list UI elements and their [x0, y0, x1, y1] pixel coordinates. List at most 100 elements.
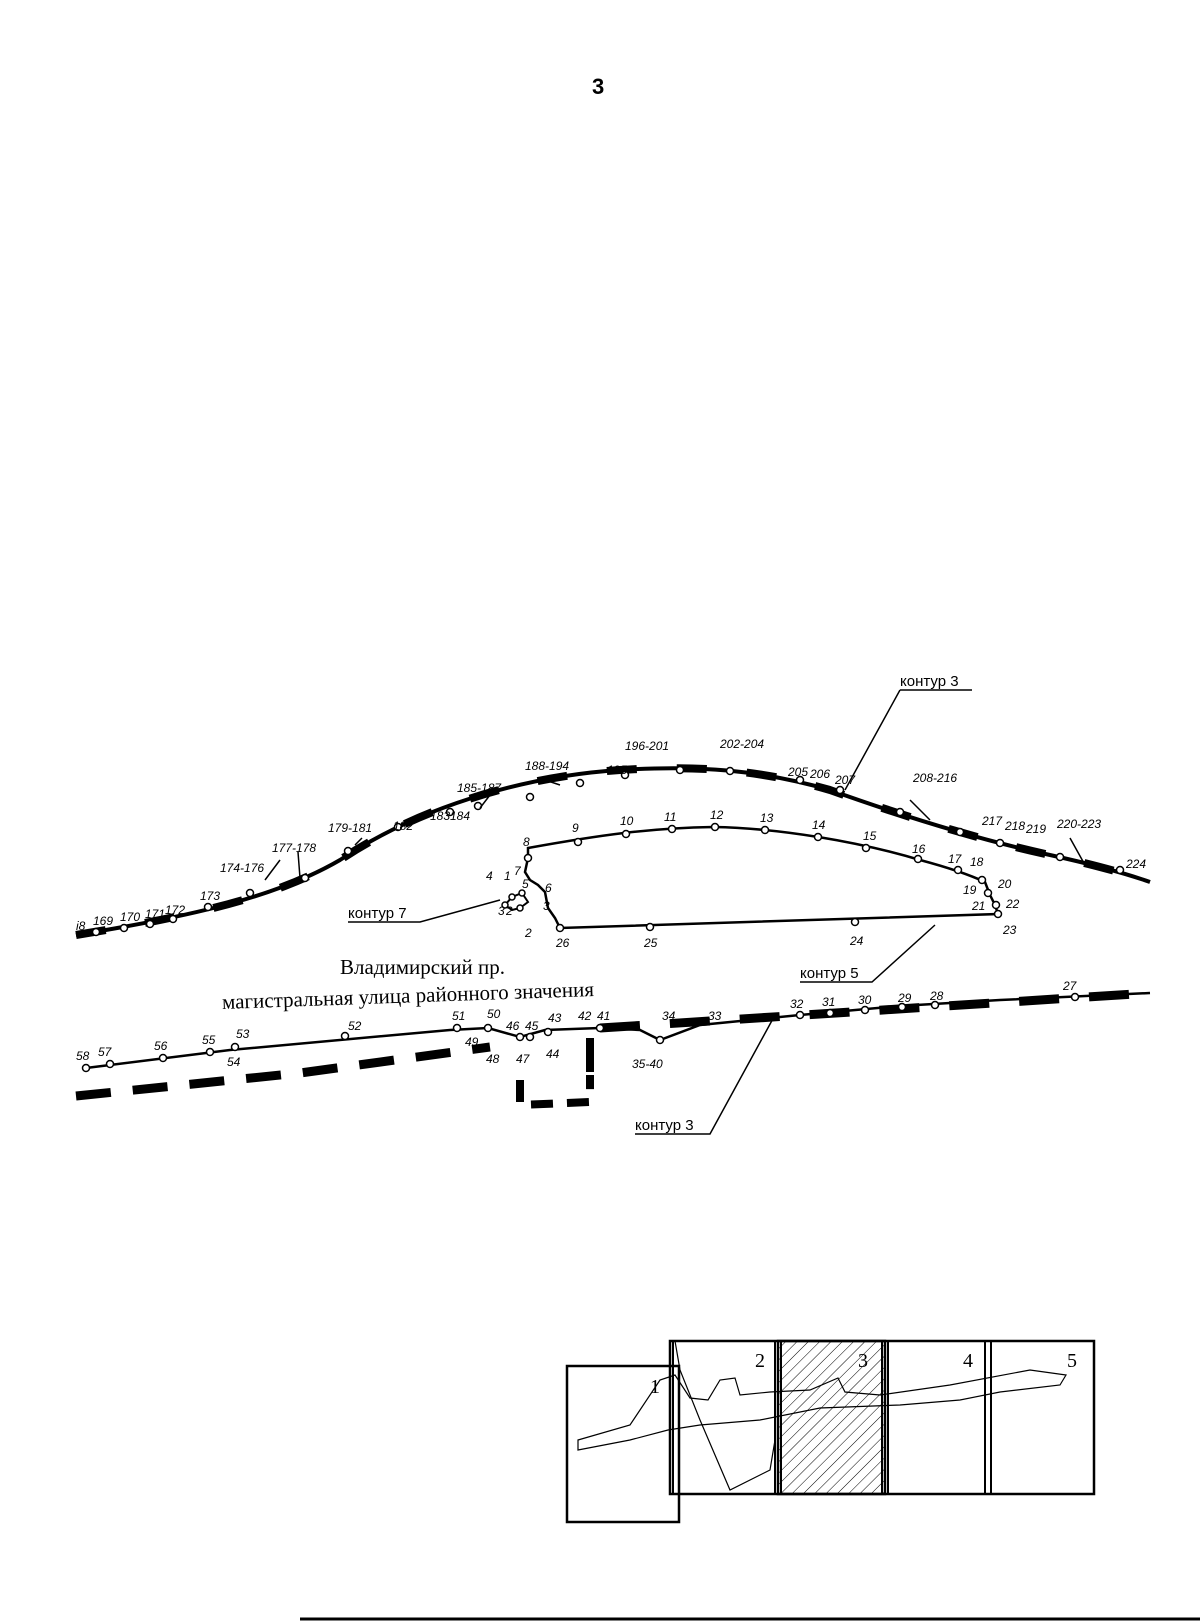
point-label: 52 — [348, 1019, 362, 1033]
point-label: 31 — [822, 995, 835, 1009]
point-label: 28 — [929, 989, 944, 1003]
point-label: 29 — [897, 991, 912, 1005]
upper-boundary-line — [75, 764, 1152, 939]
point-label: 42 — [578, 1009, 592, 1023]
overview-sheet-number: 5 — [1067, 1350, 1077, 1372]
point-label: 196-201 — [625, 739, 669, 753]
point-label: 44 — [546, 1047, 560, 1061]
point-label: 3 — [498, 904, 505, 918]
point-label: 9 — [572, 821, 579, 835]
point-label: 195 — [607, 763, 627, 777]
lower-boundary-line — [75, 988, 1151, 1110]
point-label: 53 — [236, 1027, 250, 1041]
point-label: 54 — [227, 1055, 241, 1069]
point-label: 4 — [486, 869, 493, 883]
point-label: 172 — [165, 903, 185, 917]
point-label: i8 — [76, 919, 86, 933]
contour7-labels: 1 2 3 4 5 6 7 2 3 — [486, 864, 552, 940]
contour-label: контур 3 — [900, 673, 959, 690]
contour-label: контур 3 — [635, 1117, 694, 1134]
point-label: 6 — [545, 881, 552, 895]
point-label: 45 — [525, 1019, 539, 1033]
point-label: 217 — [981, 814, 1003, 828]
point-label: 30 — [858, 993, 872, 1007]
lower-line-labels: 58 57 56 55 53 54 52 51 50 49 48 46 47 4… — [76, 979, 1078, 1071]
overview-sheet-number: 4 — [963, 1350, 973, 1372]
point-label: 46 — [506, 1019, 520, 1033]
point-label: 17 — [948, 852, 963, 866]
point-label: 13 — [760, 811, 774, 825]
point-label: 220-223 — [1056, 817, 1101, 831]
point-label: 23 — [1002, 923, 1017, 937]
point-label: 18 — [970, 855, 984, 869]
point-label: 21 — [971, 899, 985, 913]
point-label: 11 — [664, 810, 676, 824]
point-label: 27 — [1062, 979, 1078, 993]
page-number: 3 — [592, 74, 605, 99]
point-label: 26 — [555, 936, 570, 950]
point-label: 41 — [597, 1009, 610, 1023]
point-label: 12 — [710, 808, 724, 822]
point-label: 49 — [465, 1035, 479, 1049]
point-label: 57 — [98, 1045, 113, 1059]
point-label: 184 — [450, 809, 470, 823]
point-label: 19 — [963, 883, 977, 897]
point-label: 7 — [514, 864, 522, 878]
point-label: 170 — [120, 910, 140, 924]
point-label: 15 — [863, 829, 877, 843]
point-label: 24 — [849, 934, 864, 948]
point-label: 16 — [912, 842, 926, 856]
point-label: 20 — [997, 877, 1012, 891]
point-label: 173 — [200, 889, 220, 903]
point-label: 219 — [1025, 822, 1046, 836]
point-label: 10 — [620, 814, 634, 828]
point-label: 169 — [93, 914, 113, 928]
point-label: 8 — [523, 835, 530, 849]
point-label: 48 — [486, 1052, 500, 1066]
contour-leaders — [264, 689, 1086, 1135]
point-label: 182 — [393, 819, 413, 833]
point-label: 185-187 — [457, 781, 502, 795]
overview-sheet-number: 3 — [858, 1350, 868, 1372]
point-label: 35-40 — [632, 1057, 663, 1071]
overview-sheet-3-hatched — [776, 1339, 887, 1496]
point-label: 2 — [505, 904, 513, 918]
contour5-outline — [523, 825, 1000, 930]
point-label: 174-176 — [220, 861, 264, 875]
point-label: 188-194 — [525, 759, 569, 773]
point-label: 34 — [662, 1009, 676, 1023]
overview-sheet-number: 1 — [650, 1376, 660, 1398]
point-label: 202-204 — [719, 737, 764, 751]
point-label: 179-181 — [328, 821, 372, 835]
point-label: 1 — [504, 869, 511, 883]
contour-label: контур 5 — [800, 965, 859, 982]
street-name: Владимирский пр. — [340, 955, 505, 979]
point-label: 206 — [809, 767, 830, 781]
contour5-labels: 8 9 10 11 12 13 14 15 16 17 18 19 20 21 … — [523, 808, 1020, 950]
point-label: 207 — [834, 773, 856, 787]
point-label: 58 — [76, 1049, 90, 1063]
contour-label: контур 7 — [348, 905, 407, 922]
point-label: 47 — [516, 1052, 531, 1066]
point-label: 25 — [643, 936, 658, 950]
point-label: 55 — [202, 1033, 216, 1047]
point-label: 177-178 — [272, 841, 316, 855]
overview-sheet-1 — [565, 1364, 681, 1524]
point-label: 205 — [787, 765, 808, 779]
upper-line-labels: i8 169 170 171 172 173 174-176 177-178 1… — [76, 737, 1146, 933]
point-label: 50 — [487, 1007, 501, 1021]
point-label: 56 — [154, 1039, 168, 1053]
point-label: 51 — [452, 1009, 465, 1023]
point-label: 32 — [790, 997, 804, 1011]
point-label: 5 — [522, 877, 529, 891]
point-label: 2 — [524, 926, 532, 940]
point-label: 33 — [708, 1009, 722, 1023]
point-label: 224 — [1125, 857, 1146, 871]
overview-sheet-numbers: 1 2 3 4 5 — [650, 1350, 1077, 1398]
point-label: 171 — [145, 907, 165, 921]
point-label: 183 — [430, 809, 450, 823]
overview-sheet-number: 2 — [755, 1350, 765, 1372]
contour-labels: контур 3 контур 7 контур 5 контур 3 — [348, 673, 959, 1134]
